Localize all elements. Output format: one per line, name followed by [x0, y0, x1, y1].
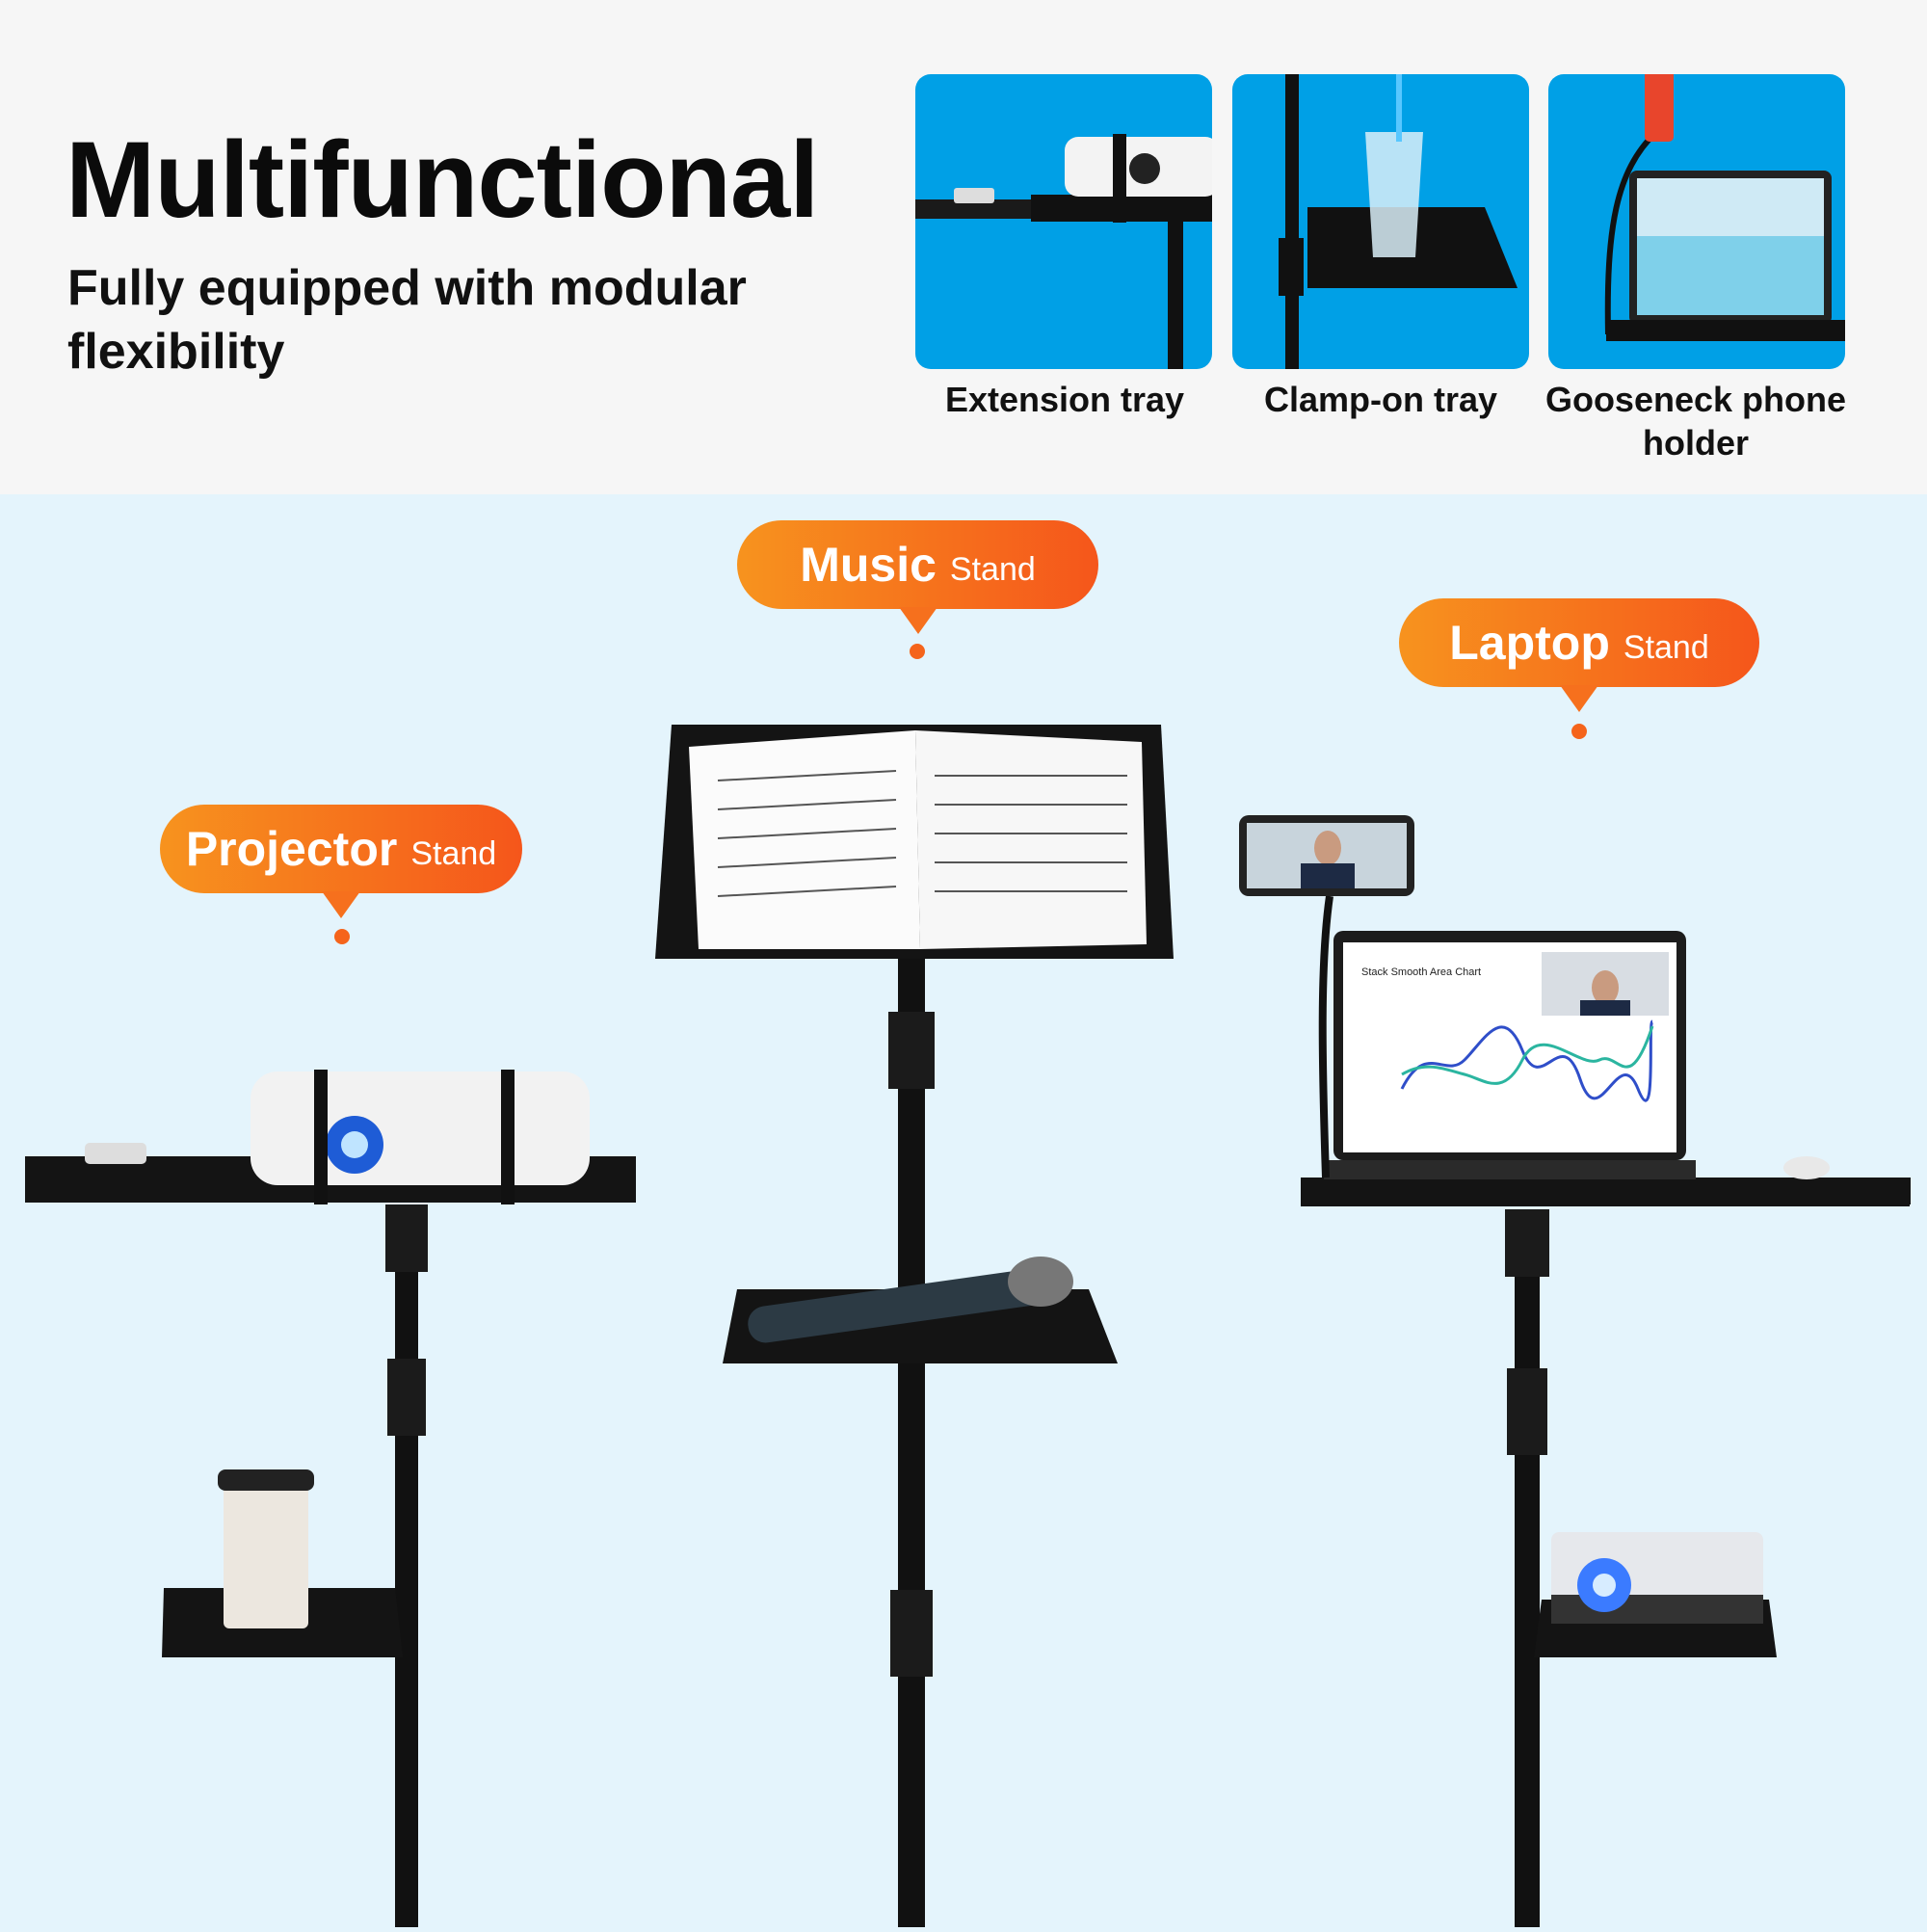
- page-title: Multifunctional: [66, 119, 819, 240]
- cup-clamp-tray-icon: [1279, 74, 1518, 369]
- extension-tray-image: [915, 74, 1212, 369]
- music-stand: [655, 725, 1174, 1932]
- laptop-stand-label: Laptop Stand: [1399, 598, 1759, 712]
- gooseneck-phone-holder-image: [1548, 74, 1845, 369]
- projector-extension-tray-icon: [915, 134, 1212, 369]
- header-section: Multifunctional Fully equipped with modu…: [0, 0, 1927, 494]
- projector-stand-label: Projector Stand: [160, 805, 522, 918]
- music-stand-label: Music Stand: [737, 520, 1098, 634]
- projector-pointer-dot: [334, 929, 350, 944]
- music-label-bold: Music: [800, 538, 937, 592]
- laptop-label-bold: Laptop: [1449, 616, 1610, 670]
- phone-gooseneck-laptop-icon: [1604, 74, 1845, 341]
- projector-label-bold: Projector: [185, 822, 398, 876]
- laptop-stand: Stack Smooth Area Chart: [1239, 815, 1911, 1932]
- projector-stand: [25, 1070, 636, 1932]
- caption-extension-tray: Extension tray: [944, 380, 1185, 419]
- music-label-light: Stand: [949, 550, 1036, 588]
- clamp-on-tray-image: [1232, 74, 1529, 369]
- stands-illustration: Stack Smooth Area Chart: [25, 725, 1911, 1932]
- caption-clamp-on-tray: Clamp-on tray: [1263, 380, 1498, 419]
- laptop-label-light: Stand: [1623, 628, 1709, 666]
- page-subtitle: Fully equipped with modular flexibility: [67, 260, 747, 380]
- music-pointer-dot: [910, 644, 925, 659]
- bubble-tail: [1560, 685, 1598, 712]
- projector-label-light: Stand: [410, 834, 497, 872]
- bubble-tail: [322, 891, 360, 918]
- laptop-chart-title: Stack Smooth Area Chart: [1361, 966, 1481, 978]
- laptop-pointer-dot: [1571, 724, 1587, 739]
- bubble-tail: [898, 607, 937, 634]
- stands-scene: Stack Smooth Area Chart: [0, 494, 1927, 1932]
- caption-gooseneck-phone-holder: Gooseneck phone holder: [1544, 380, 1847, 463]
